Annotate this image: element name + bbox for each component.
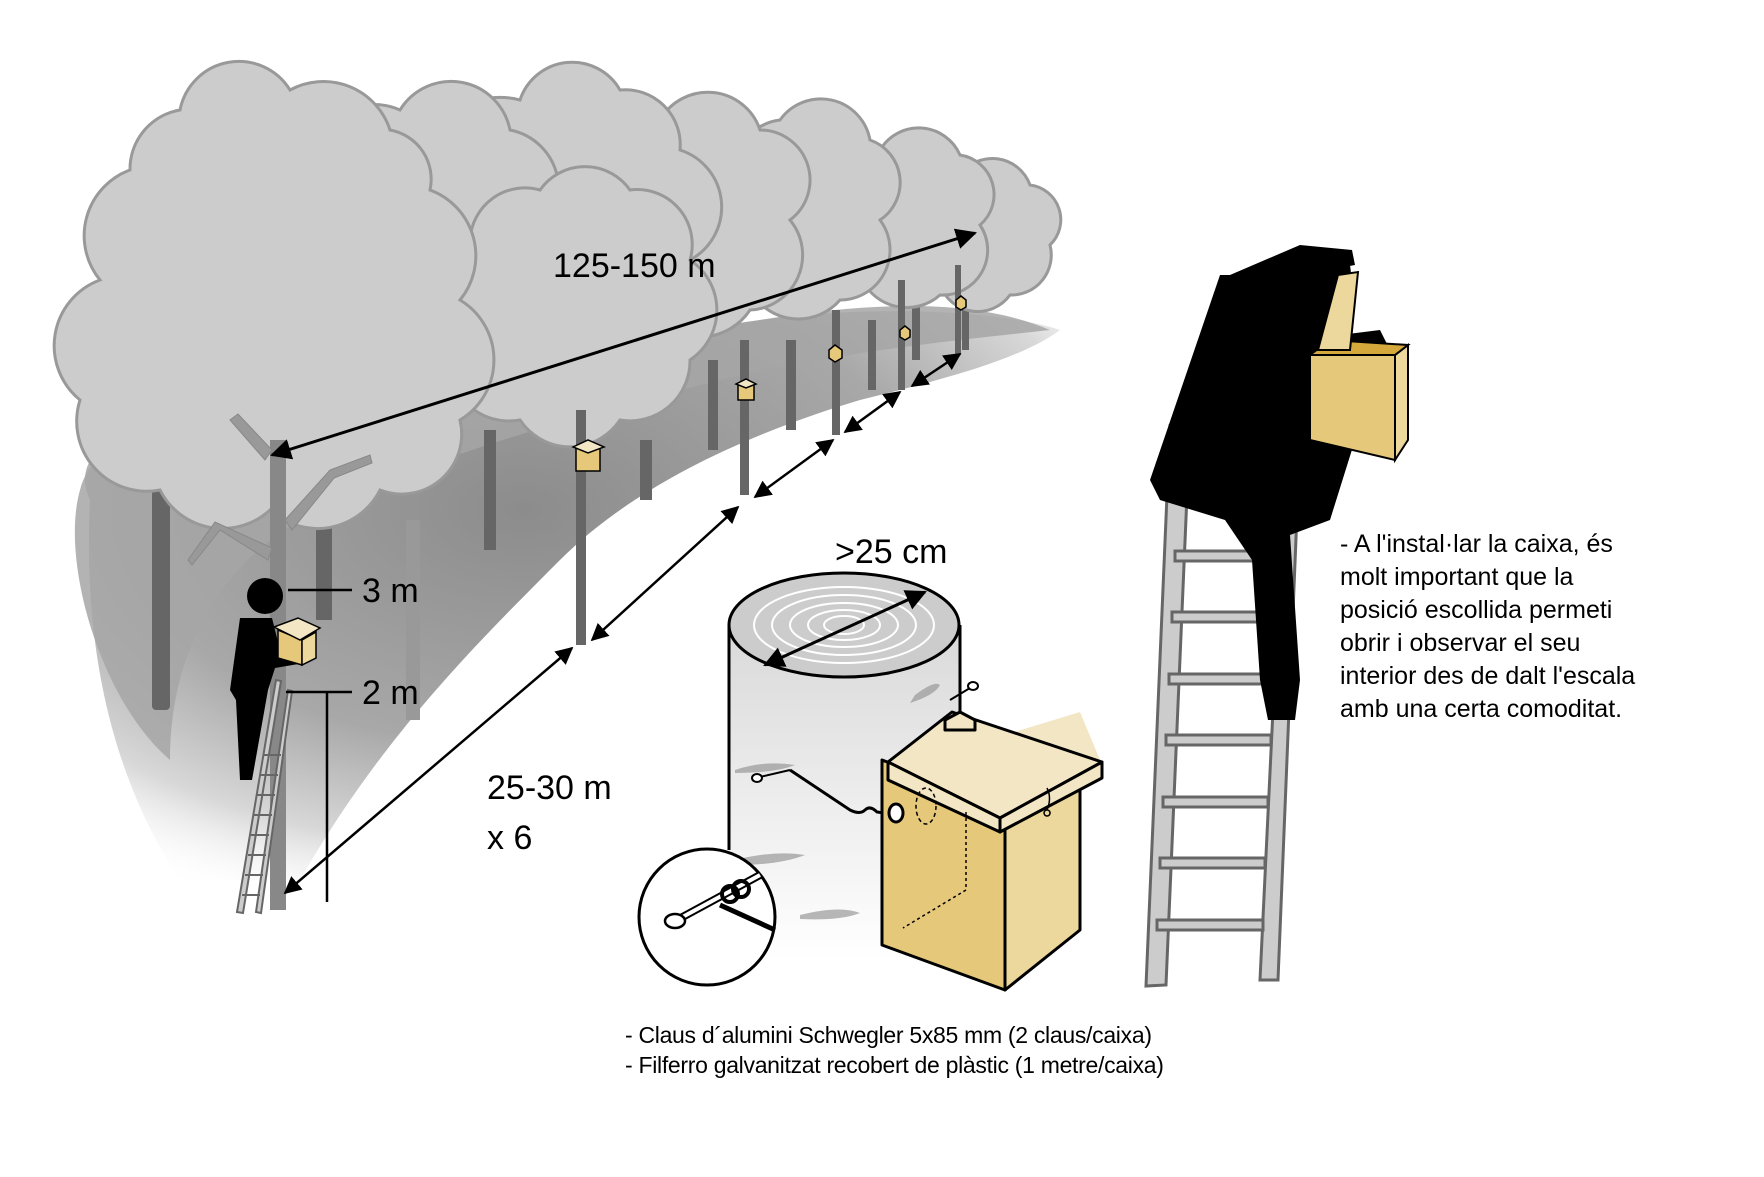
front-tree-branches [187, 413, 373, 566]
installation-note-line: amb una certa comoditat. [1340, 695, 1623, 723]
installation-note-line: posició escollida permeti [1340, 596, 1613, 624]
materials-note: - Claus d´alumini Schwegler 5x85 mm (2 c… [625, 1020, 1385, 1080]
nest-box-small-2 [734, 378, 758, 401]
materials-note-wire: - Filferro galvanitzat recobert de plàst… [625, 1052, 1164, 1078]
spacing-arrows [283, 352, 962, 895]
trunk-diameter-arrow [763, 590, 927, 667]
height-bottom-label: 2 m [362, 674, 419, 712]
spacing-label: 25-30 m [487, 769, 612, 807]
installation-note-line: molt important que la [1340, 563, 1574, 591]
trunk-diameter-label: >25 cm [835, 533, 947, 571]
height-top-label: 3 m [362, 572, 419, 610]
nail-detail-magnifier [637, 847, 777, 987]
height-markers [286, 588, 352, 902]
row-length-arrow [269, 228, 978, 460]
spacing-count-label: x 6 [487, 819, 532, 857]
installation-note: - A l'instal·lar la caixa, és molt impor… [1340, 528, 1740, 726]
installation-note-line: obrir i observar el seu [1340, 629, 1581, 657]
small-held-nest-box [272, 617, 322, 667]
row-length-label: 125-150 m [553, 247, 716, 285]
nest-box-small-5 [955, 295, 967, 311]
installation-note-line: interior des de dalt l'escala [1340, 662, 1636, 690]
nest-box-small-4 [899, 325, 911, 341]
nest-box-small-1 [571, 439, 606, 472]
nails-and-wire [751, 681, 979, 817]
mounted-nest-box [880, 710, 1104, 992]
open-nest-box [1307, 270, 1411, 464]
installation-note-line: - A l'instal·lar la caixa, és [1340, 530, 1613, 558]
materials-note-nails: - Claus d´alumini Schwegler 5x85 mm (2 c… [625, 1022, 1152, 1048]
